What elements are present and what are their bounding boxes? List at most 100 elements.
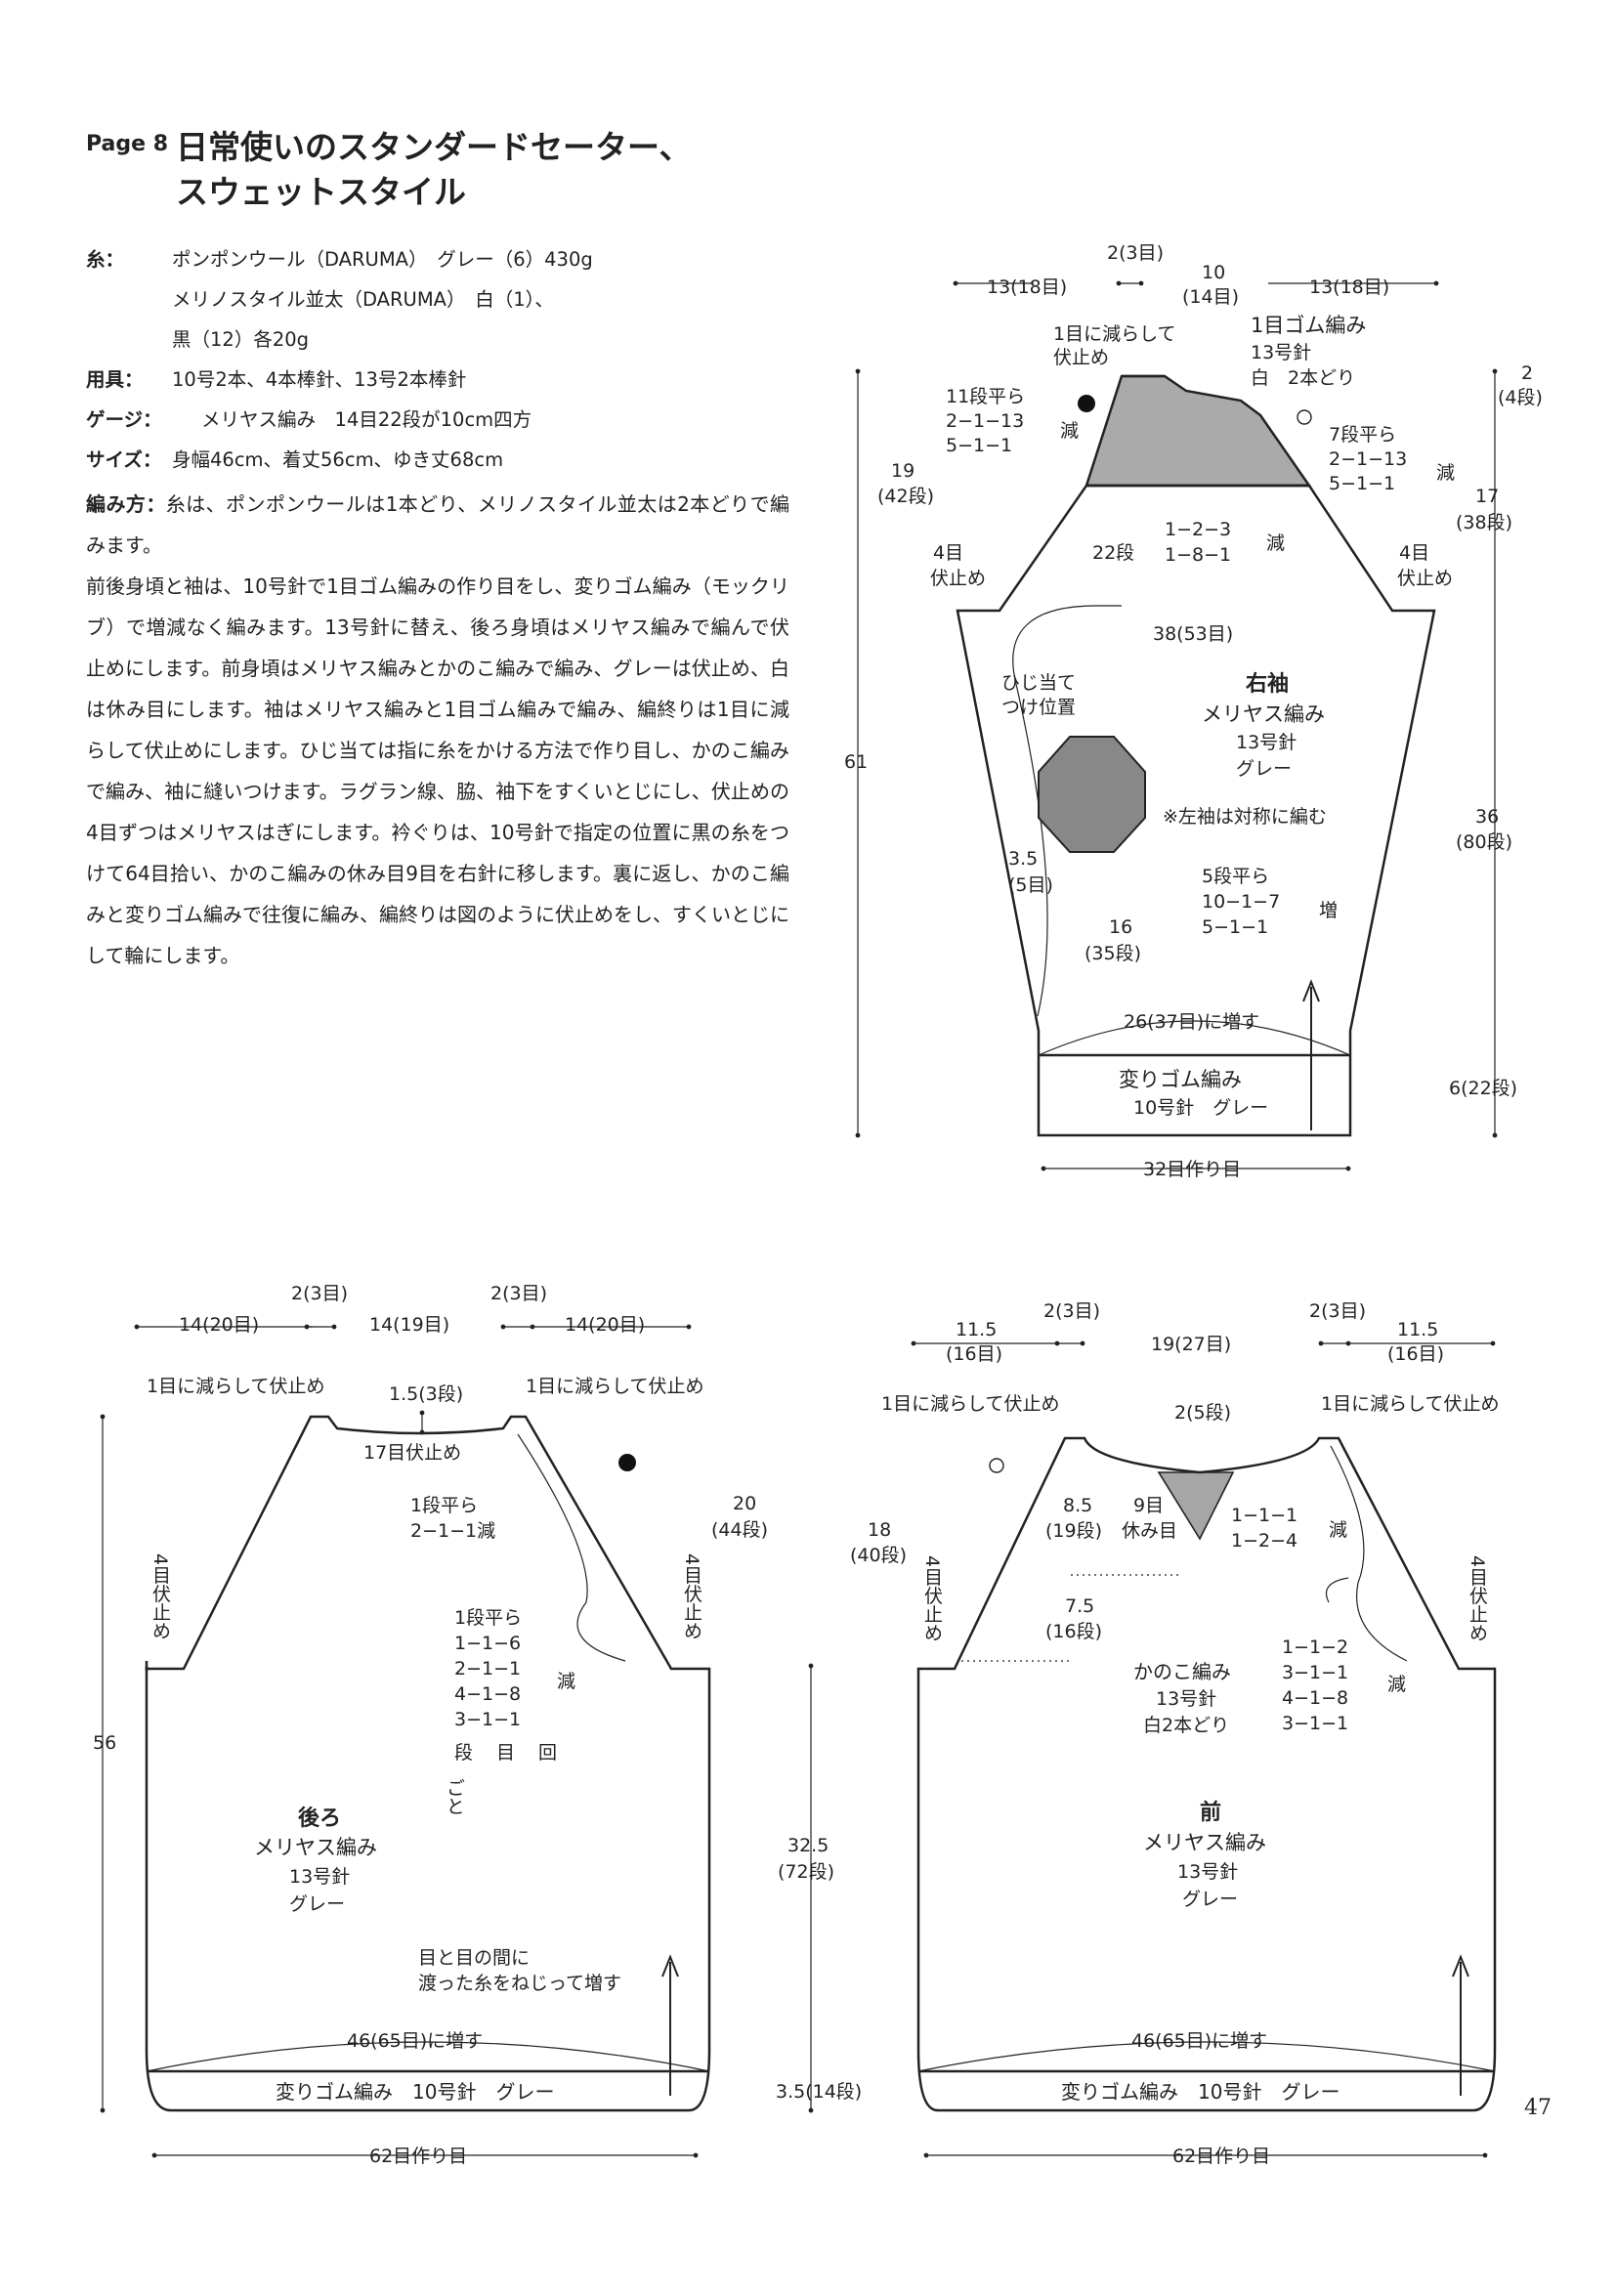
back-dec-legend: 段目回 [454,1742,580,1764]
sleeve-needle: 13号針 [1236,732,1297,753]
size-label: サイズ： [86,448,162,471]
front-double-circle [989,1458,1004,1473]
back-needle: 13号針 [289,1866,350,1888]
sleeve-cuff-title: 変りゴム編み [1119,1068,1242,1091]
back-top-width-2: 14(19目) [369,1314,449,1336]
back-bindoff-right: 1目に減らして伏止め [526,1376,704,1397]
method-label: 編み方： [86,492,166,516]
back-bindoff-left: 1目に減らして伏止め [147,1376,325,1397]
sleeve-text: 13(18目) 2(3目) 10 (14目) 13(18目) 1目に減らして 伏… [844,242,1543,1180]
front-text: 11.5 (16目) 2(3目) 19(27目) 2(3目) 11.5 (16目… [776,1300,1500,2167]
back-stitch: メリヤス編み [254,1836,377,1859]
yarn-line-2: メリノスタイル並太（DARUMA） 白（1）、 [172,288,554,311]
front-bindoff-right: 1目に減らして伏止め [1321,1393,1500,1415]
front-color: グレー [1182,1889,1238,1910]
sleeve-left-dec-1: 11段平ら [946,386,1025,407]
sleeve-center-dec-1: 1−2−3 [1165,519,1231,540]
sleeve-right-raglan-height: 17 [1475,486,1499,507]
patch-stitches: (5目) [1008,874,1053,896]
front-dec-4: 3−1−1 [1282,1713,1348,1734]
front-dec-2: 3−1−1 [1282,1662,1348,1683]
sleeve-inc-2: 10−1−7 [1202,891,1280,913]
back-raglan-height: 20 [733,1493,756,1514]
tools-value: 10号2本、4本棒針、13号2本棒針 [172,368,467,391]
front-increase: 46(65目)に増す [1131,2030,1267,2052]
sleeve-right-dec-1: 7段平ら [1329,424,1396,446]
sleeve-top-left-width: 13(18目) [987,276,1067,298]
back-cast-on: 62目作り目 [369,2146,467,2167]
sleeve-left-bind-1: 4目 [933,542,963,564]
gauge-value: メリヤス編み 14目22段が10cm四方 [201,408,532,431]
back-dec-3: 2−1−1 [454,1658,521,1679]
back-total-height: 56 [93,1732,116,1754]
method-text: 編み方：糸は、ポンポンウールは1本どり、メリノスタイル並太は2本どりで編みます。… [86,484,789,976]
back-diagram [100,1324,711,2158]
yarn-label: 糸： [86,248,125,271]
yarn-line-1: ポンポンウール（DARUMA） グレー（6）430g [172,248,593,271]
pattern-title: 日常使いのスタンダードセーター、 スウェットスタイル [176,125,692,215]
back-main-outline [137,1669,147,2071]
front-dec-1: 1−1−2 [1282,1637,1348,1658]
front-bindoff-left: 1目に減らして伏止め [881,1393,1060,1415]
front-small-width-2: 2(3目) [1309,1300,1366,1322]
front-v-height: 7.5 [1065,1595,1094,1617]
sleeve-collar-shade [1084,374,1312,488]
sleeve-stitch: メリヤス編み [1202,702,1325,726]
sleeve-rib-needle: 13号針 [1251,342,1311,363]
sleeve-left-bind-2: 伏止め [930,568,986,589]
yarn-line-3: 黒（12）各20g [172,328,310,351]
front-diagram [808,1340,1497,2158]
back-black-dot [618,1454,636,1471]
back-neck-dec-1: 1段平ら [410,1495,478,1516]
back-neck-bind: 17目伏止め [363,1442,461,1464]
sleeve-center-dec-2: 1−8−1 [1165,544,1231,566]
sleeve-left-raglan-height: 19 [891,460,914,482]
back-neck-dec-2: 2−1−1減 [410,1520,495,1542]
front-top-width-2: 11.5 [1397,1319,1438,1340]
front-left-bind: 4目伏止め [921,1555,943,1641]
back-rib: 変りゴム編み 10号針 グレー [276,2080,554,2104]
front-neck-rows-count: (19段) [1045,1520,1102,1542]
sleeve-right-top-height: 2 [1521,362,1533,384]
front-kanoko-1: かのこ編み [1133,1660,1231,1683]
front-left-raglan-height: 18 [868,1519,891,1541]
sleeve-center-rows: 22段 [1092,542,1134,564]
front-v-rows: (16段) [1045,1621,1102,1642]
elbow-label-2: つけ位置 [1001,697,1076,718]
sleeve-right-dec-label: 減 [1436,462,1455,484]
sleeve-right-raglan-rows: (38段) [1456,512,1512,533]
gauge-label: ゲージ： [86,408,162,431]
sleeve-cuff-curve [1038,1020,1351,1056]
front-body-height: 32.5 [787,1835,829,1856]
method-first: 糸は、ポンポンウールは1本どり、メリノスタイル並太は2本どりで編みます。 [86,492,790,557]
front-body-rows: (72段) [778,1861,834,1883]
sleeve-bindoff-note-1: 1目に減らして [1053,323,1176,345]
back-top-width-3: 14(20目) [565,1314,645,1336]
sleeve-symmetry-note: ※左袖は対称に編む [1163,806,1327,828]
front-small-width-1: 2(3目) [1043,1300,1100,1322]
front-rib: 変りゴム編み 10号針 グレー [1061,2080,1340,2104]
sleeve-inner-line [1012,605,1122,1017]
sleeve-cast-on: 32目作り目 [1143,1159,1241,1180]
sleeve-right-dec-3: 5−1−1 [1329,473,1395,494]
front-dec-label: 減 [1387,1674,1406,1695]
page-number: 47 [1524,2096,1552,2120]
back-left-bind: 4目伏止め [149,1553,171,1639]
sleeve-inc-3: 5−1−1 [1202,916,1268,938]
back-increase: 46(65目)に増す [347,2030,483,2052]
sleeve-color: グレー [1236,758,1292,780]
size-value: 身幅46cm、着丈56cm、ゆき丈68cm [172,448,504,471]
title-line-2: スウェットスタイル [176,173,466,211]
sleeve-side-rows: (80段) [1456,831,1512,853]
sleeve-left-dec-label: 減 [1060,420,1079,442]
front-raglan-inner [1330,1445,1408,1662]
back-neck-height: 1.5(3段) [389,1383,463,1405]
back-dec-legend-2: ごと [444,1778,465,1815]
back-dec-label: 減 [557,1671,575,1692]
sleeve-title: 右袖 [1246,671,1289,697]
sleeve-top-center-width: 10 [1202,262,1225,283]
patch-height: 3.5 [1008,848,1038,870]
back-raglan-inner [517,1433,626,1662]
sleeve-top-small-width: 2(3目) [1107,242,1164,264]
